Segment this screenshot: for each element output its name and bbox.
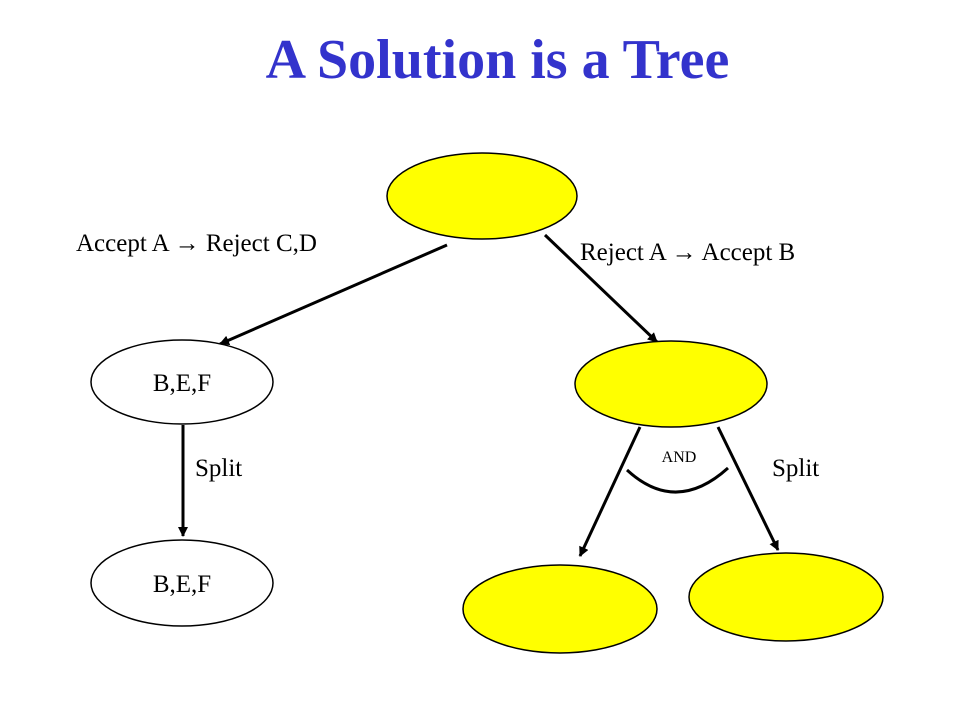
right-bottom-right-node xyxy=(688,552,884,642)
left-mid-node xyxy=(90,339,274,425)
right-bottom-left-node xyxy=(462,564,658,654)
edge-right-split-right xyxy=(716,426,780,551)
page-title: A Solution is a Tree xyxy=(265,29,730,91)
left-bottom-node-label: B,E,F xyxy=(153,571,211,598)
and-arc xyxy=(625,466,730,494)
left-bottom-node xyxy=(90,539,274,627)
and-label: AND xyxy=(662,449,697,466)
split-left-label: Split xyxy=(195,455,242,482)
edge-root-to-right xyxy=(543,233,659,344)
left-mid-node-label: B,E,F xyxy=(153,370,211,397)
left-edge-label: Accept A → Reject C,D xyxy=(76,230,317,257)
right-edge-label: Reject A → Accept B xyxy=(580,239,795,266)
edge-root-to-left xyxy=(219,243,448,346)
split-right-label: Split xyxy=(772,455,819,482)
edge-right-split-left xyxy=(578,426,642,557)
right-mid-node xyxy=(574,340,768,428)
root-node xyxy=(386,152,578,240)
